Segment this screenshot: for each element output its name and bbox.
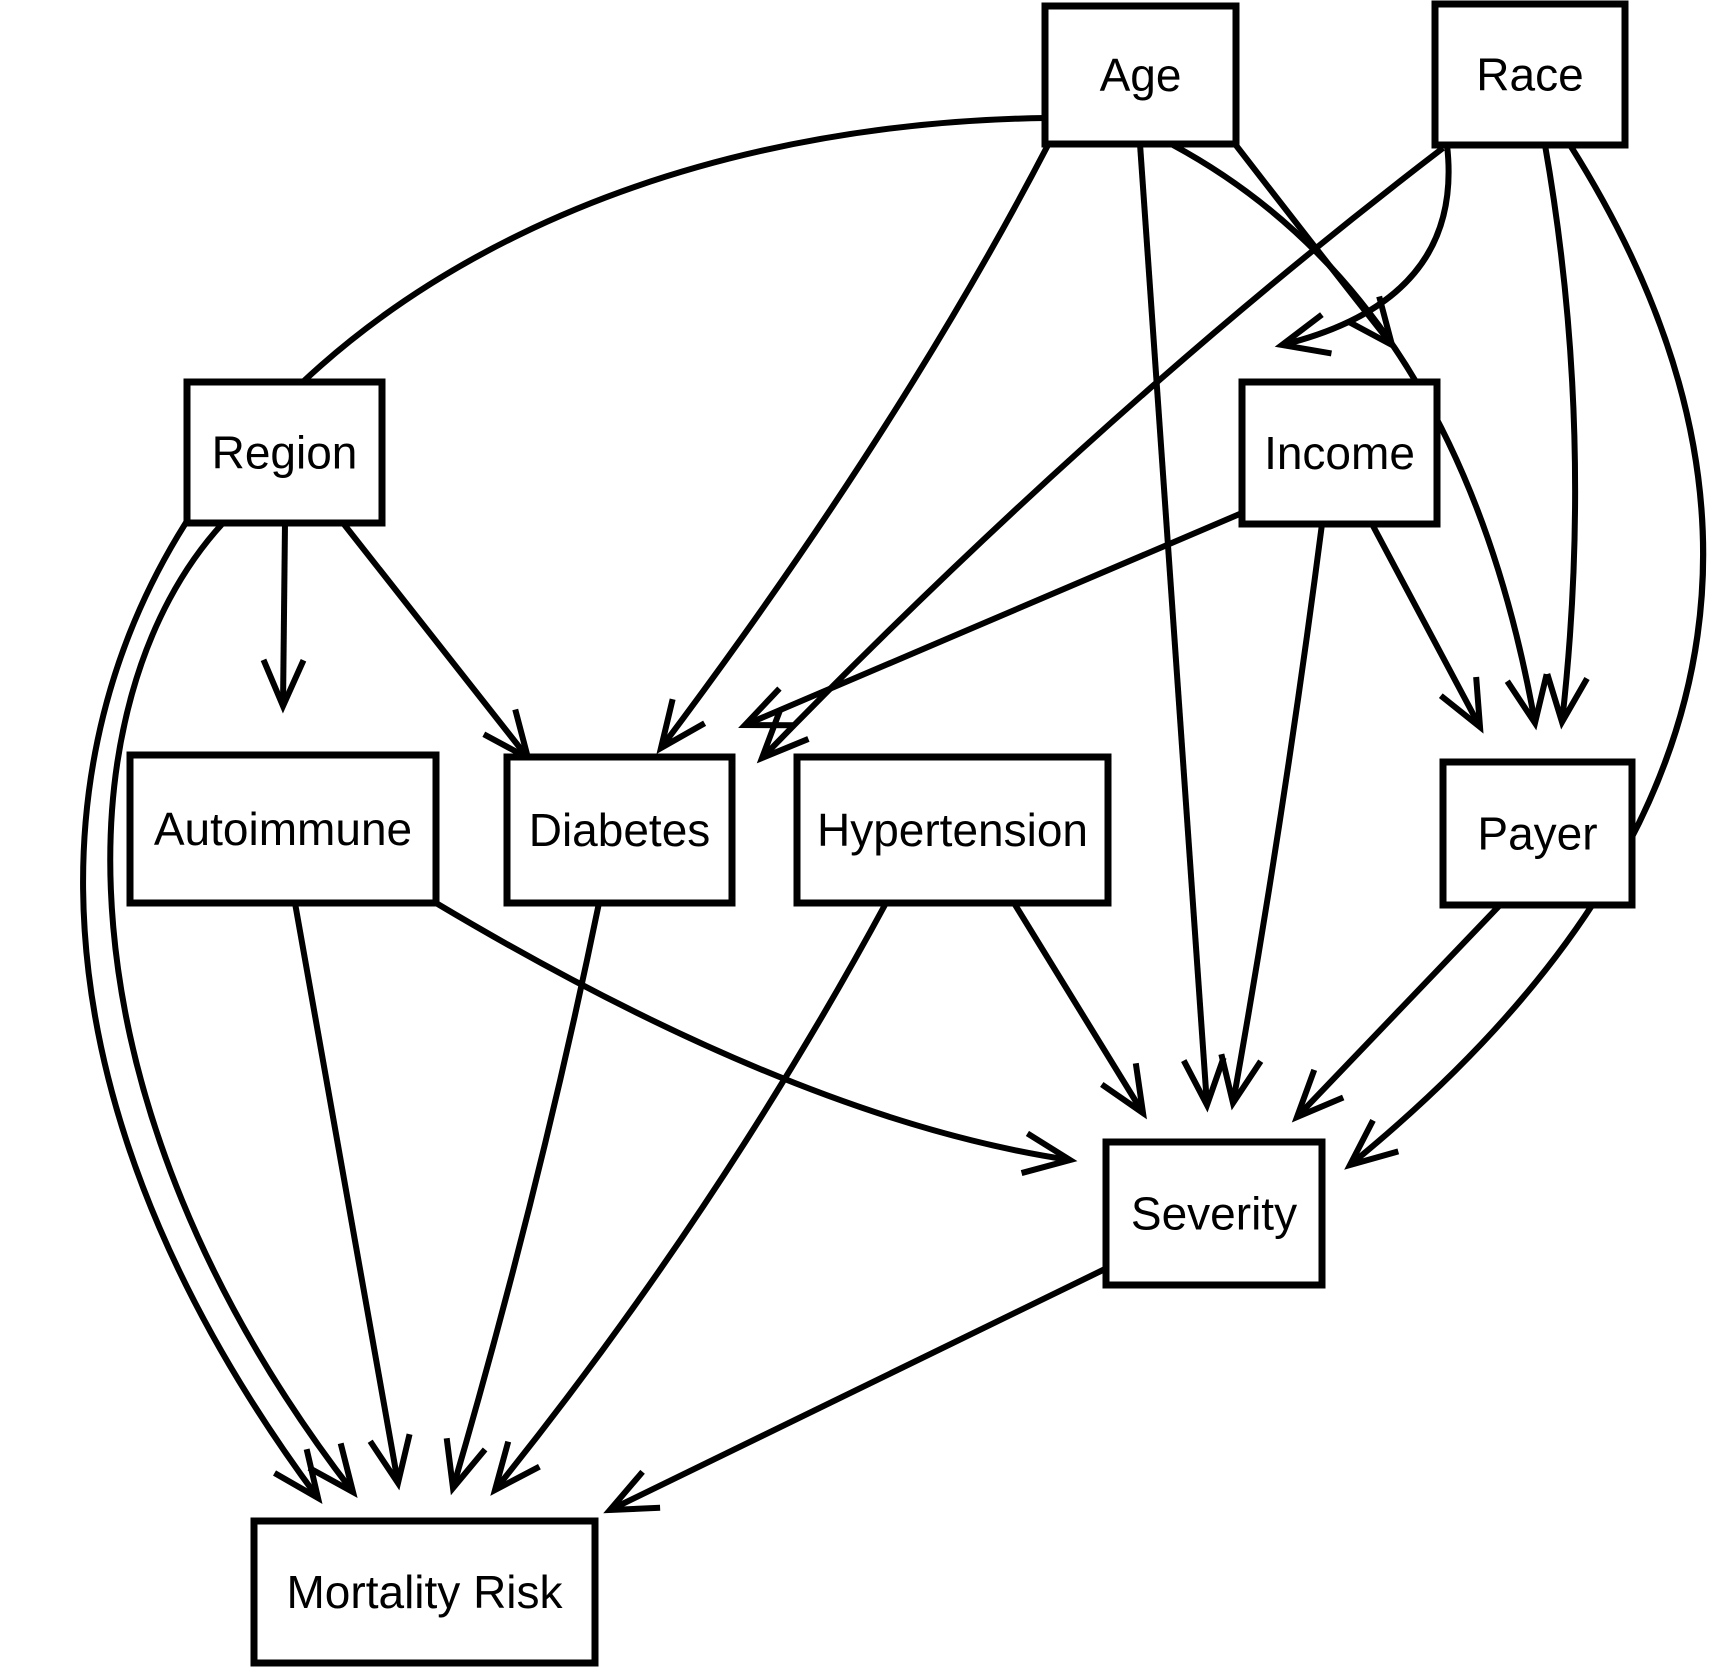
- node-label-mortality: Mortality Risk: [286, 1566, 563, 1618]
- edge-region-to-diabetes[interactable]: [340, 521, 533, 764]
- node-box-autoimmune[interactable]: [126, 751, 440, 907]
- node-payer[interactable]: Payer: [1439, 758, 1636, 909]
- edge-region-to-mortality[interactable]: [107, 520, 358, 1498]
- node-label-age: Age: [1100, 49, 1182, 101]
- node-box-diabetes[interactable]: [503, 753, 736, 907]
- edge-race-to-diabetes[interactable]: [756, 145, 1445, 764]
- edge-race-to-income[interactable]: [1274, 144, 1452, 357]
- node-box-region[interactable]: [183, 378, 386, 527]
- edge-autoimmune-to-mortality[interactable]: [292, 902, 413, 1491]
- node-diabetes[interactable]: Diabetes: [503, 753, 736, 907]
- node-label-hypertension: Hypertension: [817, 804, 1088, 856]
- node-age[interactable]: Age: [1041, 2, 1240, 148]
- node-label-diabetes: Diabetes: [529, 804, 711, 856]
- edge-payer-to-severity[interactable]: [1291, 902, 1503, 1123]
- edge-age-to-severity[interactable]: [1137, 143, 1227, 1113]
- node-label-race: Race: [1476, 49, 1583, 101]
- node-label-autoimmune: Autoimmune: [154, 803, 412, 855]
- node-hypertension[interactable]: Hypertension: [793, 753, 1112, 907]
- edge-severity-to-mortality[interactable]: [603, 1265, 1109, 1514]
- edge-hypertension-to-severity[interactable]: [1011, 901, 1147, 1120]
- node-label-severity: Severity: [1131, 1188, 1297, 1240]
- edge-age-to-payer[interactable]: [1171, 142, 1550, 731]
- edge-age-to-mortality[interactable]: [80, 115, 1046, 1505]
- node-label-region: Region: [212, 427, 358, 479]
- edge-diabetes-to-mortality[interactable]: [443, 902, 602, 1496]
- node-box-payer[interactable]: [1439, 758, 1636, 909]
- edge-hypertension-to-mortality[interactable]: [490, 901, 889, 1496]
- node-box-race[interactable]: [1431, 0, 1629, 149]
- node-label-payer: Payer: [1477, 808, 1597, 860]
- node-box-hypertension[interactable]: [793, 753, 1112, 907]
- node-region[interactable]: Region: [183, 378, 386, 527]
- node-label-income: Income: [1264, 427, 1415, 479]
- edge-income-to-diabetes[interactable]: [738, 510, 1244, 729]
- node-box-age[interactable]: [1041, 2, 1240, 148]
- node-race[interactable]: Race: [1431, 0, 1629, 149]
- edge-income-to-severity[interactable]: [1218, 523, 1325, 1111]
- node-autoimmune[interactable]: Autoimmune: [126, 751, 440, 907]
- node-income[interactable]: Income: [1238, 378, 1441, 528]
- edge-race-to-severity[interactable]: [1344, 143, 1707, 1170]
- node-box-income[interactable]: [1238, 378, 1441, 528]
- node-mortality[interactable]: Mortality Risk: [250, 1517, 599, 1667]
- edge-region-to-autoimmune[interactable]: [260, 522, 307, 714]
- edge-age-to-diabetes[interactable]: [656, 143, 1051, 755]
- edge-income-to-payer[interactable]: [1369, 522, 1484, 734]
- node-box-mortality[interactable]: [250, 1517, 599, 1667]
- node-severity[interactable]: Severity: [1102, 1138, 1326, 1289]
- node-box-severity[interactable]: [1102, 1138, 1326, 1289]
- edge-race-to-payer[interactable]: [1542, 144, 1590, 730]
- edge-autoimmune-to-severity[interactable]: [434, 900, 1078, 1176]
